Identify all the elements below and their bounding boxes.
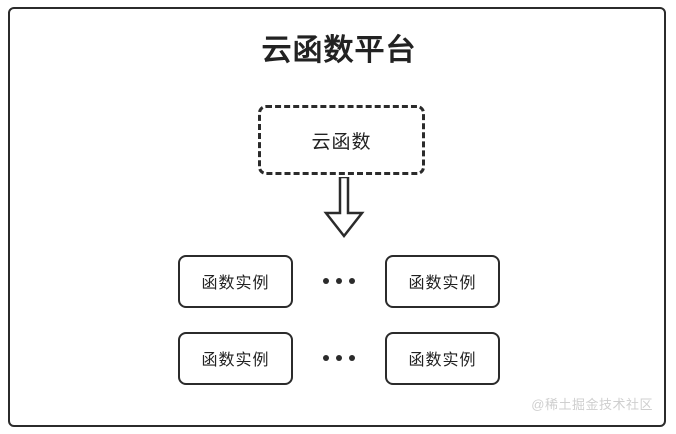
cloud-function-node: 云函数 bbox=[258, 105, 425, 175]
ellipsis-dot bbox=[336, 355, 342, 361]
function-instance-label: 函数实例 bbox=[201, 352, 270, 369]
ellipsis-icon bbox=[293, 332, 385, 385]
function-instance-label: 函数实例 bbox=[201, 275, 270, 292]
function-instance-box: 函数实例 bbox=[178, 331, 293, 385]
down-block-arrow-icon bbox=[322, 175, 366, 239]
page-title: 云函数平台 bbox=[261, 34, 417, 67]
instance-row: 函数实例 函数实例 bbox=[10, 254, 668, 308]
function-instance-box: 函数实例 bbox=[385, 331, 500, 385]
function-instance-label: 函数实例 bbox=[408, 352, 477, 369]
ellipsis-dot bbox=[349, 278, 355, 284]
cloud-function-label: 云函数 bbox=[311, 131, 372, 153]
instance-row: 函数实例 函数实例 bbox=[10, 331, 668, 385]
function-instance-label: 函数实例 bbox=[408, 275, 477, 292]
watermark: @稀土掘金技术社区 bbox=[531, 397, 653, 412]
ellipsis-dot bbox=[336, 278, 342, 284]
function-instance-box: 函数实例 bbox=[385, 254, 500, 308]
ellipsis-dot bbox=[323, 355, 329, 361]
function-instance-box: 函数实例 bbox=[178, 254, 293, 308]
down-block-arrow-svg bbox=[323, 175, 365, 239]
ellipsis-icon bbox=[293, 255, 385, 308]
ellipsis-dot bbox=[323, 278, 329, 284]
ellipsis-dot bbox=[349, 355, 355, 361]
cloud-function-platform-container: 云函数平台 云函数 函数实例 函数实例 函数实例 bbox=[8, 7, 666, 427]
